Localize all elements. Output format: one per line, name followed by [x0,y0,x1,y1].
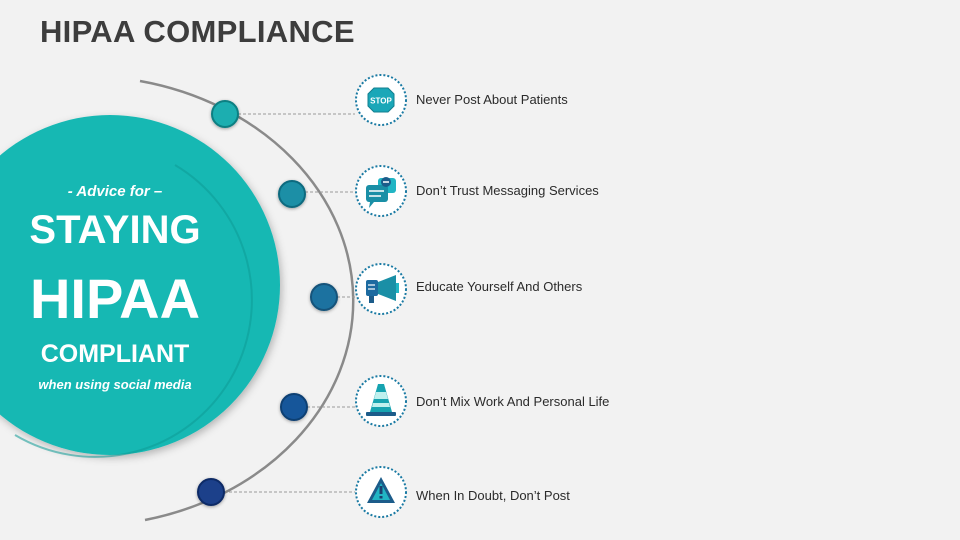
timeline-dot [211,100,239,128]
circle-subtitle: when using social media [38,377,192,392]
chat-bubbles-icon [355,165,407,217]
traffic-cone-icon [355,375,407,427]
warning-triangle-icon [355,466,407,518]
circle-heading-staying: STAYING [29,208,201,252]
page-title: HIPAA COMPLIANCE [40,14,355,49]
advice-item-label: Don’t Trust Messaging Services [416,183,599,198]
circle-inner-rim [14,164,253,458]
circle-intro-text: - Advice for – [67,183,163,200]
advice-item-label: Educate Yourself And Others [416,279,583,294]
advice-item-label: When In Doubt, Don’t Post [416,488,570,503]
timeline-arc [139,79,355,522]
advice-item-label: Never Post About Patients [416,92,568,107]
timeline-dot [278,180,306,208]
advice-item-label: Don’t Mix Work And Personal Life [416,394,610,409]
timeline-dot [197,478,225,506]
timeline-dot [310,283,338,311]
svg-text:STOP: STOP [370,97,392,106]
timeline-dot [280,393,308,421]
main-circle [0,115,280,455]
circle-heading-hipaa: HIPAA [29,267,201,330]
circle-heading-compliant: COMPLIANT [40,340,190,368]
megaphone-icon [355,263,407,315]
stop-sign-icon: STOP [355,74,407,126]
